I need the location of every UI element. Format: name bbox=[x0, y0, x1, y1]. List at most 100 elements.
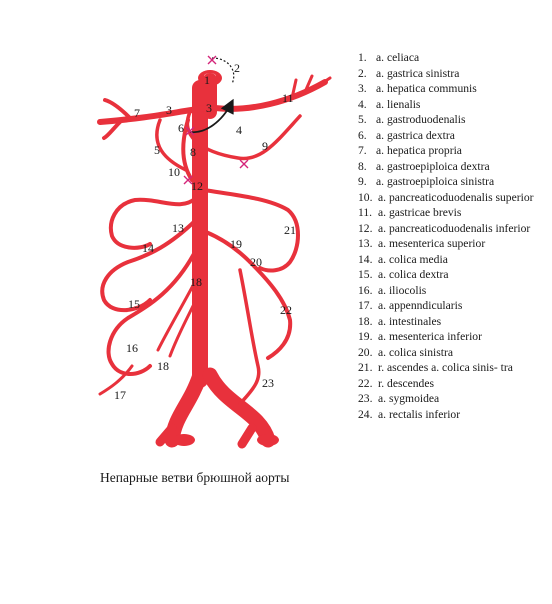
number-label: 7 bbox=[134, 106, 140, 120]
figure-caption: Непарные ветви брюшной аорты bbox=[100, 470, 290, 485]
legend-number: 21. bbox=[358, 361, 373, 374]
number-label: 16 bbox=[126, 341, 138, 355]
legend-text: a. intestinales bbox=[378, 314, 442, 328]
legend-item: 14.a. colica media bbox=[358, 252, 548, 268]
circle-arrow bbox=[189, 98, 234, 134]
iliocolis bbox=[106, 248, 198, 376]
legend-number: 3. bbox=[358, 82, 367, 95]
number-label: 14 bbox=[142, 241, 154, 255]
legend-number: 1. bbox=[358, 51, 367, 64]
legend-list: 1. a. celiaca 2. a. gastrica sinistra 3. a.… bbox=[358, 50, 548, 422]
legend-number: 11. bbox=[358, 206, 373, 219]
legend-number: 24. bbox=[358, 407, 373, 421]
legend-number: 18. bbox=[358, 314, 373, 328]
intestinal-branches bbox=[156, 278, 198, 358]
legend-number: 7. bbox=[358, 144, 367, 157]
appendicular bbox=[98, 364, 134, 396]
short-gastric-branches bbox=[290, 74, 332, 100]
legend-item: 13. a. mesenterica superior bbox=[358, 236, 548, 252]
gastroepiploic-right bbox=[155, 118, 188, 172]
legend-item: 12.a. pancreaticoduodenalis inferior bbox=[358, 221, 548, 237]
legend-number: 13. bbox=[358, 237, 373, 250]
number-label: 8 bbox=[190, 145, 196, 159]
legend-text: a. gastroepiploica dextra bbox=[376, 159, 490, 173]
number-label: 4 bbox=[236, 123, 242, 137]
iliac-branch-right bbox=[237, 423, 257, 449]
iliac-branch-left bbox=[155, 423, 177, 447]
legend-text: r. descendes bbox=[378, 376, 435, 390]
legend-number: 4. bbox=[358, 97, 367, 111]
iliac-stump-left bbox=[173, 434, 195, 446]
number-label: 12 bbox=[191, 179, 203, 193]
legend-item: 1. a. celiaca bbox=[358, 50, 548, 66]
legend-item: 15. a. colica dextra bbox=[358, 267, 548, 283]
common-hepatic-artery bbox=[97, 105, 208, 125]
gastroduodenal-artery bbox=[181, 118, 194, 182]
number-label: 1 bbox=[204, 73, 210, 87]
legend-text: a. gastrica dextra bbox=[376, 128, 455, 142]
number-label: 11 bbox=[282, 91, 294, 105]
number-label: 19 bbox=[230, 237, 242, 251]
legend-text: a. gastroduodenalis bbox=[376, 113, 466, 126]
celiac-loop bbox=[211, 57, 235, 85]
colica-media bbox=[109, 196, 198, 250]
legend-item: 20. a. colica sinistra bbox=[358, 345, 548, 361]
number-label: 10 bbox=[168, 165, 180, 179]
number-labels: 1 2 3 4 5 6 7 8 9 10 11 12 13 14 15 16 1… bbox=[114, 61, 296, 402]
legend-text: a. sygmoidea bbox=[378, 392, 440, 405]
common-iliac-left bbox=[164, 367, 208, 448]
legend-text: a. appenndicularis bbox=[378, 299, 463, 312]
hepatic-branch-lower bbox=[102, 120, 122, 140]
ligature-mark bbox=[183, 175, 193, 185]
legend-text: a. mesenterica inferior bbox=[378, 330, 482, 343]
legend-text: a. celiaca bbox=[376, 51, 420, 64]
legend-item: 5.a. gastroduodenalis bbox=[358, 112, 548, 128]
gastric-arc bbox=[185, 110, 302, 161]
legend-item: 2. a. gastrica sinistra bbox=[358, 66, 548, 82]
legend-item: 23.a. sygmoidea bbox=[358, 391, 548, 407]
number-label: 18 bbox=[157, 359, 169, 373]
number-label: 22 bbox=[280, 303, 292, 317]
sygmoidea bbox=[238, 268, 261, 406]
colica-dextra bbox=[100, 218, 198, 313]
legend-text: a. iliocolis bbox=[378, 283, 427, 297]
legend-number: 2. bbox=[358, 66, 367, 80]
legend-number: 9. bbox=[358, 175, 367, 188]
number-label: 23 bbox=[262, 376, 274, 390]
legend-text: a. mesenterica superior bbox=[378, 237, 486, 250]
number-label: 21 bbox=[284, 223, 296, 237]
legend-text: a. colica dextra bbox=[378, 268, 449, 281]
legend-text: a. hepatica communis bbox=[376, 82, 477, 95]
legend-number: 10. bbox=[358, 190, 373, 204]
legend-number: 17. bbox=[358, 299, 373, 312]
legend-text: a. gastricae brevis bbox=[378, 206, 462, 219]
number-label: 9 bbox=[262, 139, 268, 153]
legend-number: 20. bbox=[358, 345, 373, 359]
common-iliac-right bbox=[202, 367, 276, 448]
legend-text: a. pancreaticoduodenalis superior bbox=[378, 190, 534, 204]
legend-text: a. rectalis inferior bbox=[378, 407, 461, 421]
ligature-marks bbox=[183, 55, 249, 185]
legend-item: 7.a. hepatica propria bbox=[358, 143, 548, 159]
number-label: 17 bbox=[114, 388, 126, 402]
colica-sinistra-ascending bbox=[202, 188, 300, 273]
legend-number: 12. bbox=[358, 221, 373, 235]
legend-text: a. gastrica sinistra bbox=[376, 66, 460, 80]
number-label: 5 bbox=[154, 143, 160, 157]
legend-number: 22. bbox=[358, 376, 373, 390]
legend-item: 24. a. rectalis inferior bbox=[358, 407, 548, 423]
legend-item: 18. a. intestinales bbox=[358, 314, 548, 330]
legend-item: 17. a. appenndicularis bbox=[358, 298, 548, 314]
legend-text: r. ascendes a. colica sinis- tra bbox=[378, 361, 513, 374]
legend-item: 10. a. pancreaticoduodenalis superior bbox=[358, 190, 548, 206]
legend-number: 16. bbox=[358, 283, 373, 297]
number-label: 2 bbox=[234, 61, 240, 75]
number-label: 6 bbox=[178, 121, 184, 135]
vessel-tree bbox=[97, 70, 332, 449]
legend-item: 19.a. mesenterica inferior bbox=[358, 329, 548, 345]
ligature-mark bbox=[185, 126, 195, 136]
legend-item: 3. a. hepatica communis bbox=[358, 81, 548, 97]
legend-text: a. colica sinistra bbox=[378, 345, 454, 359]
legend-item: 22. r. descendes bbox=[358, 376, 548, 392]
legend-number: 15. bbox=[358, 268, 373, 281]
